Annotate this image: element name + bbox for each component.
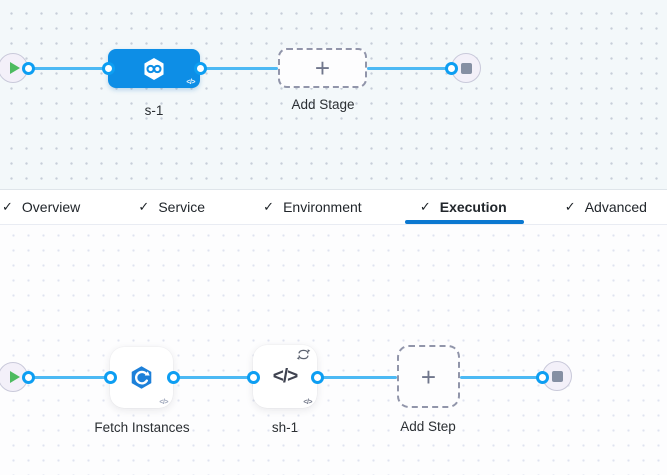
code-icon: </> bbox=[272, 365, 299, 387]
check-icon: ✓ bbox=[564, 199, 576, 214]
port-start-out[interactable] bbox=[21, 61, 35, 75]
step-label-fetch-instances: Fetch Instances bbox=[94, 420, 190, 435]
stage-label: s-1 bbox=[144, 103, 164, 118]
edge-sh-to-addstep bbox=[317, 375, 397, 379]
add-step-button[interactable]: + bbox=[397, 345, 460, 408]
add-step-label: Add Step bbox=[400, 419, 456, 434]
stop-icon bbox=[460, 62, 472, 74]
plus-icon: + bbox=[420, 361, 437, 392]
plus-icon: + bbox=[314, 53, 331, 83]
port-exec-end-in[interactable] bbox=[535, 370, 549, 384]
stage-node-s1[interactable]: </> bbox=[108, 49, 200, 88]
repeat-icon bbox=[296, 349, 311, 360]
stage-config-tabbar: ✓ Overview ✓ Service ✓ Environment ✓ Exe… bbox=[0, 189, 667, 225]
tab-label: Service bbox=[158, 199, 206, 215]
step-label-sh1: sh-1 bbox=[271, 420, 299, 435]
edge-start-to-stage bbox=[28, 66, 108, 70]
edge-fetch-to-sh bbox=[173, 375, 253, 379]
step-node-fetch-instances[interactable]: </> bbox=[110, 347, 173, 408]
add-stage-button[interactable]: + bbox=[278, 48, 367, 88]
stop-icon bbox=[551, 370, 563, 382]
step-node-sh1[interactable]: </> </> bbox=[253, 345, 317, 408]
template-code-icon: </> bbox=[186, 79, 195, 86]
port-sh-in[interactable] bbox=[246, 370, 260, 384]
tab-label: Execution bbox=[439, 199, 507, 215]
tab-execution[interactable]: ✓ Execution bbox=[404, 190, 524, 224]
template-code-icon: </> bbox=[159, 399, 168, 406]
port-end-in[interactable] bbox=[444, 61, 458, 75]
port-stage-in[interactable] bbox=[101, 61, 115, 75]
port-exec-start-out[interactable] bbox=[21, 370, 35, 384]
tab-label: Overview bbox=[21, 199, 81, 215]
port-sh-out[interactable] bbox=[310, 370, 324, 384]
play-icon bbox=[9, 62, 20, 74]
port-stage-out[interactable] bbox=[193, 61, 207, 75]
port-fetch-out[interactable] bbox=[166, 370, 180, 384]
execution-graph-canvas[interactable]: </> Fetch Instances </> </> sh-1 + Add S… bbox=[0, 225, 667, 475]
tab-label: Environment bbox=[283, 199, 362, 215]
edge-addstage-to-end bbox=[367, 66, 451, 70]
template-code-icon: </> bbox=[303, 399, 312, 406]
play-icon bbox=[9, 371, 20, 383]
refresh-hexagon-icon bbox=[131, 366, 152, 389]
tab-overview[interactable]: ✓ Overview bbox=[2, 190, 80, 224]
tab-service[interactable]: ✓ Service bbox=[138, 190, 205, 224]
tab-environment[interactable]: ✓ Environment bbox=[263, 190, 362, 224]
port-fetch-in[interactable] bbox=[103, 370, 117, 384]
edge-stage-to-addstage bbox=[200, 66, 278, 70]
tab-advanced[interactable]: ✓ Advanced bbox=[565, 190, 647, 224]
add-stage-label: Add Stage bbox=[291, 97, 355, 112]
tab-label: Advanced bbox=[584, 199, 647, 215]
hexagon-infinity-icon bbox=[144, 57, 164, 80]
check-icon: ✓ bbox=[419, 199, 431, 214]
edge-addstep-to-end bbox=[460, 375, 542, 379]
edge-start-to-fetch bbox=[28, 375, 110, 379]
check-icon: ✓ bbox=[138, 199, 150, 214]
check-icon: ✓ bbox=[263, 199, 275, 214]
stage-graph-canvas[interactable]: </> s-1 + Add Stage bbox=[0, 0, 667, 189]
check-icon: ✓ bbox=[2, 199, 13, 214]
